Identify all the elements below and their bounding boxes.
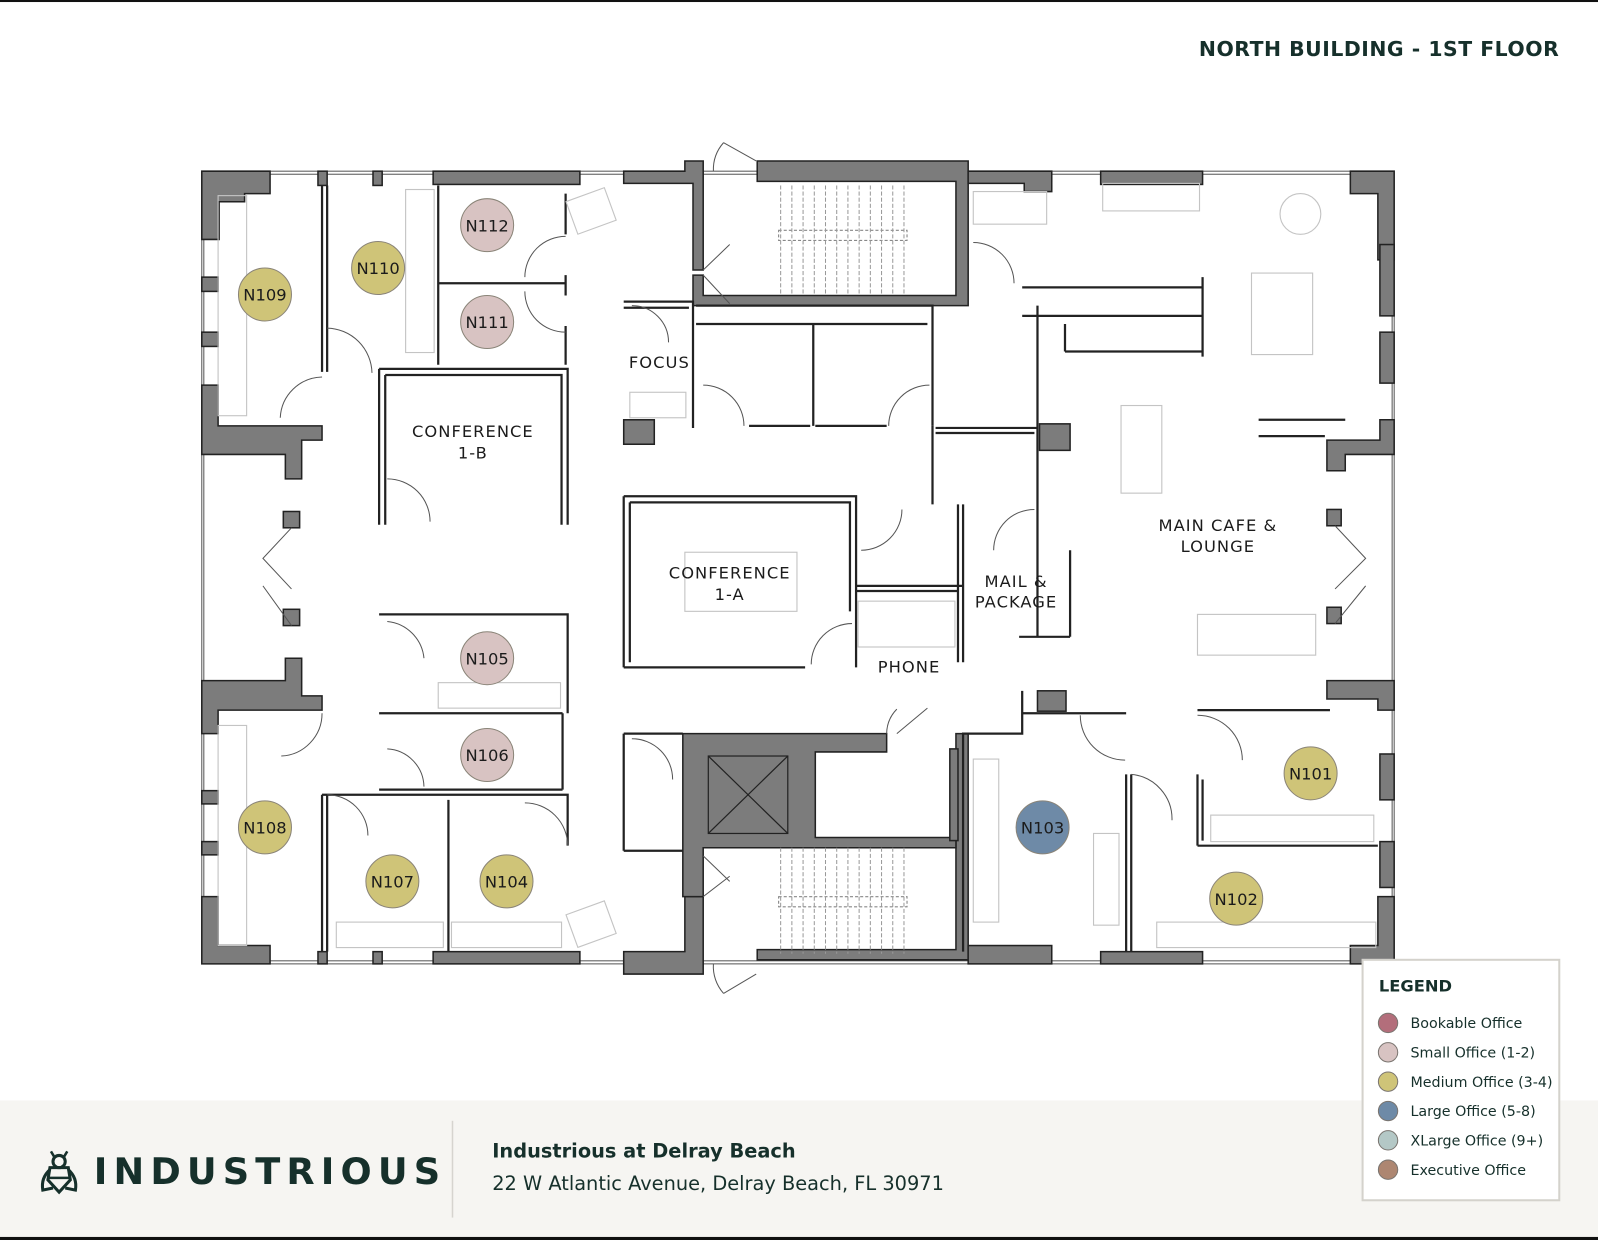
office-marker-medium[interactable] — [479, 854, 534, 909]
office-number: N109 — [243, 286, 286, 305]
legend-swatch — [1377, 1100, 1399, 1122]
legend-item-bookable: Bookable Office — [1377, 1012, 1523, 1034]
office-n112[interactable]: N112 — [460, 198, 515, 253]
room-labels: CONFERENCE 1-B FOCUS CONFERENCE 1-A MAIL… — [412, 353, 1278, 677]
office-n104[interactable]: N104 — [479, 854, 534, 909]
legend-label: Small Office (1-2) — [1410, 1045, 1535, 1061]
office-marker-medium[interactable] — [237, 267, 292, 322]
office-marker-medium[interactable] — [1283, 746, 1338, 801]
office-n101[interactable]: N101 — [1283, 746, 1338, 801]
legend-swatch — [1377, 1042, 1399, 1063]
location-name: Industrious at Delray Beach — [492, 1139, 795, 1162]
legend-title: LEGEND — [1379, 976, 1452, 995]
office-marker-medium[interactable] — [237, 800, 292, 855]
office-n106[interactable]: N106 — [460, 728, 515, 783]
legend-label: Medium Office (3-4) — [1410, 1075, 1552, 1091]
office-n110[interactable]: N110 — [351, 240, 406, 295]
package-label: PACKAGE — [975, 592, 1057, 611]
stair-north — [778, 185, 908, 296]
lounge-label: LOUNGE — [1181, 537, 1256, 556]
top-border — [0, 0, 1598, 3]
office-number: N104 — [485, 872, 528, 891]
office-n111[interactable]: N111 — [460, 294, 515, 349]
legend-label: Executive Office — [1410, 1163, 1526, 1179]
office-marker-medium[interactable] — [351, 240, 406, 295]
brand-wordmark: INDUSTRIOUS — [94, 1150, 447, 1193]
cafe-label: MAIN CAFE & — [1159, 516, 1278, 535]
floor-title: NORTH BUILDING - 1ST FLOOR — [1199, 37, 1559, 61]
office-marker-small[interactable] — [460, 631, 515, 686]
elevator — [707, 755, 789, 835]
office-marker-large[interactable] — [1015, 800, 1070, 855]
conference-1b-number: 1-B — [458, 444, 488, 463]
office-marker-small[interactable] — [460, 728, 515, 783]
legend-item-xlarge: XLarge Office (9+) — [1377, 1130, 1543, 1151]
office-n109[interactable]: N109 — [237, 267, 292, 322]
stair-south — [778, 847, 908, 954]
legend-item-large: Large Office (5-8) — [1377, 1100, 1536, 1122]
doors — [262, 142, 1367, 994]
office-number: N108 — [243, 818, 286, 837]
phone-label: PHONE — [878, 657, 941, 676]
office-number: N101 — [1289, 764, 1332, 783]
legend-item-small: Small Office (1-2) — [1377, 1042, 1535, 1063]
office-number: N112 — [465, 216, 508, 235]
legend-label: XLarge Office (9+) — [1410, 1133, 1543, 1149]
office-marker-medium[interactable] — [1209, 871, 1264, 926]
legend-swatch — [1377, 1071, 1399, 1092]
office-marker-small[interactable] — [460, 198, 515, 253]
mail-label: MAIL & — [985, 572, 1048, 591]
focus-label: FOCUS — [629, 353, 690, 372]
legend-item-executive: Executive Office — [1377, 1159, 1526, 1180]
office-n108[interactable]: N108 — [237, 800, 292, 855]
bee-logo-icon — [40, 1150, 78, 1195]
conference-1a-number: 1-A — [715, 585, 745, 604]
legend-swatch — [1377, 1130, 1399, 1151]
legend-label: Large Office (5-8) — [1410, 1104, 1535, 1120]
office-n105[interactable]: N105 — [460, 631, 515, 686]
office-number: N103 — [1021, 818, 1064, 837]
office-number: N106 — [465, 746, 508, 765]
office-number: N105 — [465, 649, 508, 668]
legend-label: Bookable Office — [1410, 1016, 1522, 1032]
conference-1b-label: CONFERENCE — [412, 422, 534, 441]
building-walls — [201, 160, 1395, 975]
footer: INDUSTRIOUS Industrious at Delray Beach … — [0, 1100, 1598, 1240]
office-n107[interactable]: N107 — [365, 854, 420, 909]
office-n102[interactable]: N102 — [1209, 871, 1264, 926]
office-number: N102 — [1215, 890, 1258, 909]
office-number: N107 — [371, 872, 414, 891]
office-number: N110 — [356, 259, 399, 278]
office-n103[interactable]: N103 — [1015, 800, 1070, 855]
office-number: N111 — [465, 313, 508, 332]
legend-swatch — [1377, 1159, 1399, 1180]
conference-1a-label: CONFERENCE — [669, 564, 791, 583]
location-address: 22 W Atlantic Avenue, Delray Beach, FL 3… — [492, 1172, 944, 1195]
office-marker-small[interactable] — [460, 294, 515, 349]
legend-item-medium: Medium Office (3-4) — [1377, 1071, 1553, 1092]
legend-swatch — [1377, 1012, 1399, 1034]
office-marker-medium[interactable] — [365, 854, 420, 909]
